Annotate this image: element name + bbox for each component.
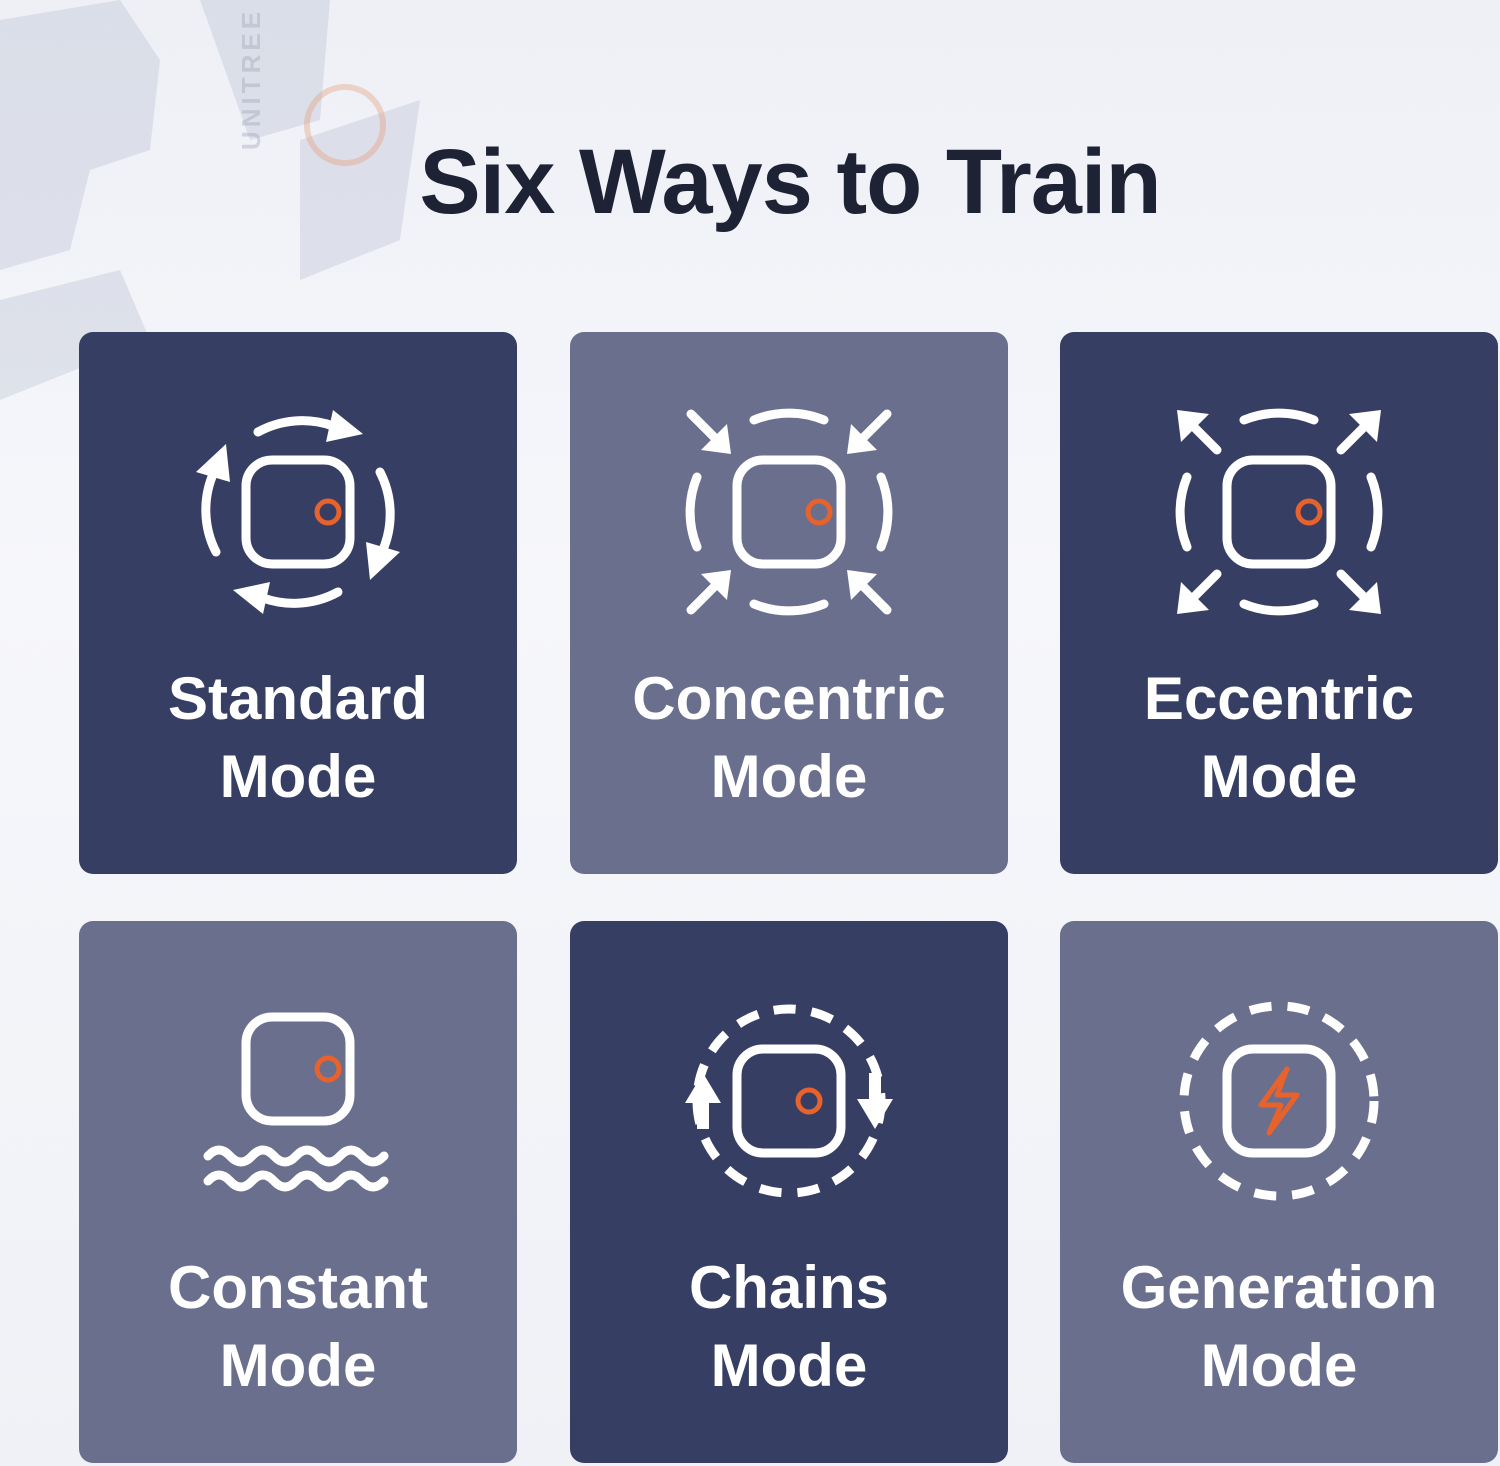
mode-suffix: Mode bbox=[710, 1332, 868, 1399]
mode-card-constant: Constant Mode bbox=[79, 921, 517, 1463]
page-title: Six Ways to Train bbox=[419, 131, 1161, 233]
mode-card-standard: Standard Mode bbox=[79, 332, 517, 874]
mode-name: Constant bbox=[168, 1254, 428, 1321]
mode-card-chains: Chains Mode bbox=[570, 921, 1008, 1463]
waves-icon bbox=[203, 1012, 389, 1192]
mode-suffix: Mode bbox=[219, 743, 377, 810]
mode-name: Chains bbox=[688, 1254, 890, 1321]
mode-name: Standard bbox=[167, 665, 429, 732]
mode-name: Eccentric bbox=[1143, 665, 1415, 732]
mode-name: Generation bbox=[1120, 1254, 1438, 1321]
mode-suffix: Mode bbox=[1200, 743, 1358, 810]
background-device-watermark bbox=[0, 0, 420, 400]
outward-arrows-icon bbox=[1175, 408, 1383, 616]
background-watermark-text: UNITREE bbox=[236, 7, 266, 150]
mode-suffix: Mode bbox=[1200, 1332, 1358, 1399]
mode-card-generation: Generation Mode bbox=[1060, 921, 1498, 1463]
mode-card-concentric: Concentric Mode bbox=[570, 332, 1008, 874]
rotate-arrows-icon bbox=[196, 410, 400, 614]
inward-arrows-icon bbox=[685, 408, 893, 616]
lightning-icon bbox=[1179, 1001, 1379, 1201]
mode-suffix: Mode bbox=[219, 1332, 377, 1399]
up-down-arrows-icon bbox=[685, 1004, 893, 1198]
mode-card-eccentric: Eccentric Mode bbox=[1060, 332, 1498, 874]
mode-suffix: Mode bbox=[710, 743, 868, 810]
mode-name: Concentric bbox=[632, 665, 946, 732]
